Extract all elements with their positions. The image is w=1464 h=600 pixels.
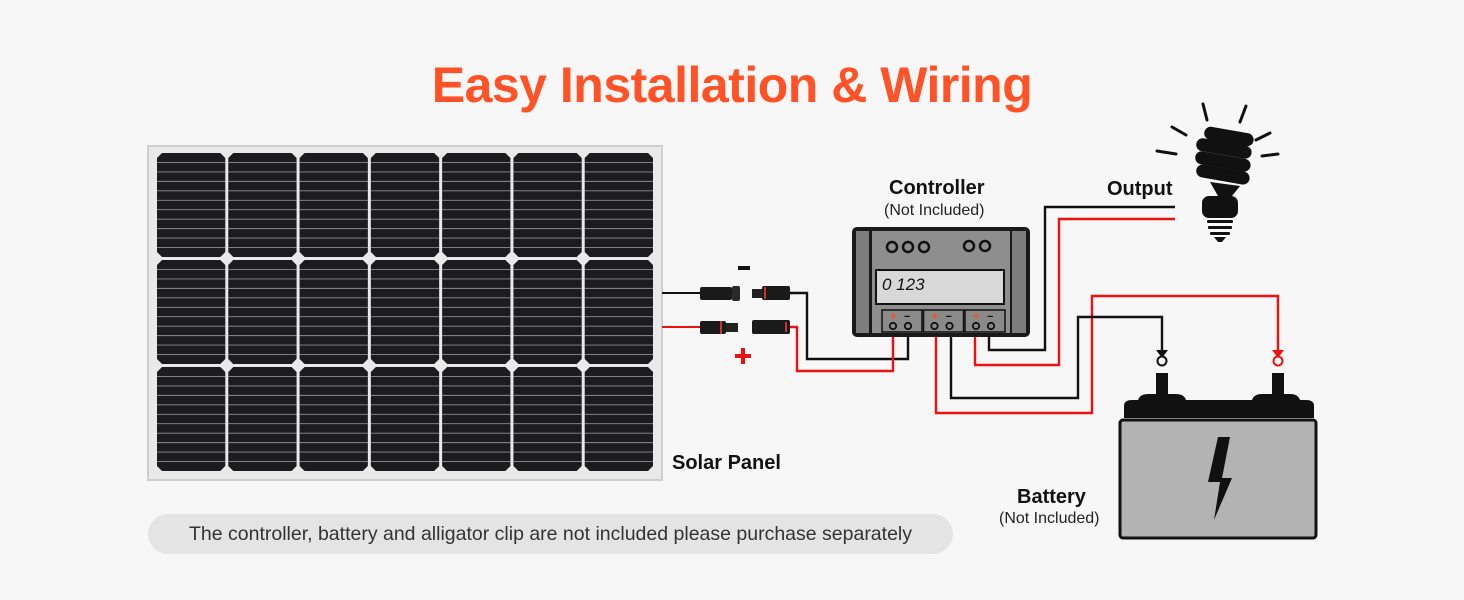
controller-note: (Not Included) bbox=[884, 202, 985, 219]
battery-icon bbox=[1118, 373, 1318, 540]
connector-positive-male bbox=[700, 321, 738, 334]
terminal-block-solar bbox=[881, 309, 923, 333]
lightning-bolt-icon bbox=[1208, 437, 1232, 520]
battery-lid bbox=[1124, 394, 1314, 418]
controller-terminals: +−+−+− bbox=[881, 309, 1006, 333]
battery-positive-arrow bbox=[1272, 350, 1284, 358]
solar-cell bbox=[370, 260, 440, 364]
solar-cell bbox=[370, 153, 440, 257]
solar-cell bbox=[513, 260, 582, 364]
positive-sign-icon bbox=[735, 348, 751, 364]
solar-cell bbox=[584, 260, 653, 364]
battery-wires bbox=[934, 294, 1284, 415]
solar-cell bbox=[228, 260, 297, 364]
terminal-positive-label: + bbox=[890, 311, 896, 323]
solar-cell bbox=[442, 153, 511, 257]
battery-positive-ring bbox=[1272, 355, 1284, 367]
connector-negative-male bbox=[700, 286, 740, 301]
negative-sign-icon bbox=[738, 266, 750, 270]
output-negative-wire bbox=[987, 205, 1175, 352]
solar-panel-label: Solar Panel bbox=[672, 452, 781, 474]
terminal-positive-screw bbox=[930, 321, 939, 331]
output-positive-wire bbox=[973, 217, 1175, 367]
bulb-spiral bbox=[1195, 126, 1254, 185]
solar-cell bbox=[299, 260, 368, 364]
terminal-positive-label: + bbox=[932, 311, 938, 323]
battery-positive-post bbox=[1272, 373, 1284, 395]
light-bulb-icon bbox=[1155, 102, 1280, 242]
solar-cell bbox=[513, 153, 582, 257]
controller-indicator-lights bbox=[885, 239, 992, 254]
solar-cell bbox=[584, 367, 653, 471]
solar-cell bbox=[228, 153, 297, 257]
output-label: Output bbox=[1107, 178, 1173, 200]
terminal-positive-screw bbox=[971, 321, 981, 331]
solar-panel-icon bbox=[147, 145, 663, 481]
terminal-negative-screw bbox=[986, 321, 996, 331]
battery-negative-post bbox=[1156, 373, 1168, 395]
controller-icon: 0 123 +−+−+− bbox=[852, 227, 1030, 337]
terminal-positive-screw bbox=[888, 321, 898, 331]
footer-note: The controller, battery and alligator cl… bbox=[148, 514, 953, 554]
battery-note: (Not Included) bbox=[999, 510, 1100, 527]
solar-cell bbox=[299, 153, 368, 257]
solar-cell bbox=[584, 153, 653, 257]
solar-cell bbox=[370, 367, 440, 471]
terminal-negative-label: − bbox=[987, 311, 993, 323]
controller-label: Controller bbox=[889, 177, 985, 199]
solar-negative-wire bbox=[790, 291, 910, 361]
solar-positive-wire bbox=[790, 325, 895, 373]
terminal-negative-label: − bbox=[946, 311, 952, 323]
battery-negative-wire bbox=[949, 315, 1164, 400]
terminal-negative-label: − bbox=[904, 311, 910, 323]
mc4-connector-icon bbox=[700, 286, 790, 334]
light-rays bbox=[1155, 102, 1280, 158]
battery-negative-ring bbox=[1156, 355, 1168, 367]
terminal-block-battery bbox=[922, 309, 965, 333]
output-wires bbox=[973, 205, 1175, 367]
battery-label: Battery bbox=[1017, 486, 1086, 508]
page-title: Easy Installation & Wiring bbox=[431, 57, 1033, 113]
solar-cell bbox=[157, 153, 226, 257]
solar-cell bbox=[157, 260, 226, 364]
terminal-negative-screw bbox=[903, 321, 913, 331]
connector-negative-female bbox=[752, 286, 790, 300]
solar-cell bbox=[442, 367, 511, 471]
panel-cells bbox=[157, 153, 653, 471]
battery-positive-wire bbox=[934, 294, 1280, 415]
connector-positive-female bbox=[752, 320, 790, 334]
solar-cell bbox=[157, 367, 226, 471]
battery-negative-arrow bbox=[1156, 350, 1168, 358]
terminal-block-load bbox=[964, 309, 1006, 333]
solar-cell bbox=[513, 367, 582, 471]
controller-display bbox=[875, 269, 1005, 305]
panel-leads bbox=[662, 292, 700, 328]
solar-cell bbox=[442, 260, 511, 364]
controller-display-value: 0 123 bbox=[882, 275, 925, 294]
terminal-positive-label: + bbox=[973, 311, 979, 323]
solar-to-controller-wires bbox=[790, 291, 910, 373]
solar-cell bbox=[299, 367, 368, 471]
terminal-negative-screw bbox=[945, 321, 954, 331]
solar-cell bbox=[228, 367, 297, 471]
